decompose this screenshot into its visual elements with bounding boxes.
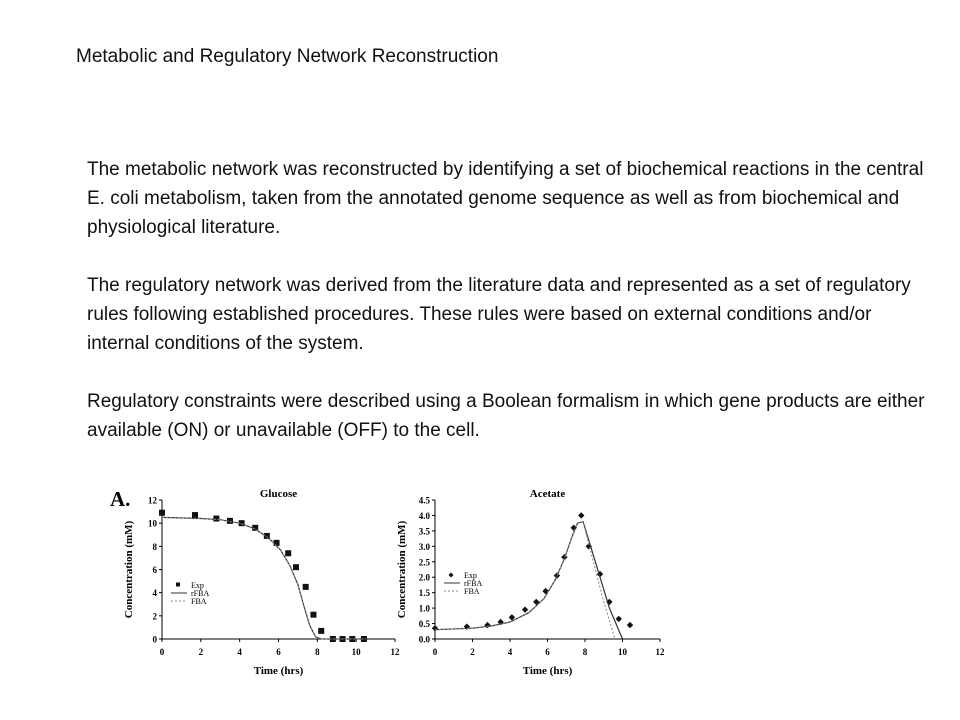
x-tick-label: 4 xyxy=(508,647,513,657)
x-tick-label: 8 xyxy=(315,647,320,657)
y-tick-label: 4.5 xyxy=(419,496,431,506)
chart-acetate: 0.0 0.5 1.0 1.5 2.0 2.5 3.0 3.5 4.0 4.5 0 2 4 6 8 10 12 A… xyxy=(396,488,665,677)
x-tick-label: 10 xyxy=(352,647,362,657)
y-tick-label: 2 xyxy=(153,611,158,621)
data-point xyxy=(302,583,309,590)
x-tick-label: 0 xyxy=(160,647,165,657)
data-point xyxy=(615,615,622,623)
chart-title: Glucose xyxy=(260,488,297,500)
x-tick-label: 0 xyxy=(433,647,438,657)
chart-title: Acetate xyxy=(530,488,566,500)
y-tick-label: 3.0 xyxy=(419,542,431,552)
y-tick-label: 1.5 xyxy=(419,588,431,598)
legend-label: FBA xyxy=(191,597,207,606)
paragraph-regulatory-network: The regulatory network was derived from … xyxy=(87,275,911,354)
data-point xyxy=(585,543,592,550)
data-point xyxy=(192,512,199,519)
y-tick-label: 0.5 xyxy=(419,619,431,629)
x-tick-label: 8 xyxy=(583,647,588,657)
data-point xyxy=(310,611,317,618)
y-tick-label: 3.5 xyxy=(419,526,431,536)
legend-marker xyxy=(176,582,180,587)
x-tick-label: 12 xyxy=(391,647,401,657)
legend-label: rFBA xyxy=(191,589,209,598)
x-axis-label: Time (hrs) xyxy=(254,665,304,677)
x-tick-label: 4 xyxy=(237,647,242,657)
y-tick-label: 4 xyxy=(153,588,158,598)
data-point xyxy=(213,515,220,522)
data-point xyxy=(626,621,634,629)
y-tick-label: 4.0 xyxy=(419,511,431,521)
panel-label: A. xyxy=(110,487,130,511)
y-tick-label: 8 xyxy=(153,542,158,552)
data-point xyxy=(431,624,439,632)
data-point xyxy=(521,606,529,613)
data-point xyxy=(273,539,280,546)
legend-label: Exp xyxy=(191,581,204,590)
y-tick-label: 1.0 xyxy=(419,604,431,614)
y-axis-label: Concentration (mM) xyxy=(123,520,135,618)
data-point xyxy=(292,564,299,571)
data-point xyxy=(238,520,245,527)
body-text: The metabolic network was reconstructed … xyxy=(87,155,927,445)
x-tick-label: 2 xyxy=(199,647,204,657)
legend-label: rFBA xyxy=(464,579,482,588)
slide-title: Metabolic and Regulatory Network Reconst… xyxy=(76,46,499,67)
data-point xyxy=(497,618,504,626)
series-line-rfba xyxy=(161,516,366,640)
x-tick-label: 10 xyxy=(618,647,628,657)
x-tick-label: 2 xyxy=(470,647,475,657)
y-tick-label: 2.0 xyxy=(419,573,431,583)
paragraph-regulatory-constraints: Regulatory constraints were described us… xyxy=(87,391,925,441)
y-tick-label: 12 xyxy=(148,496,158,506)
data-point xyxy=(285,550,292,557)
y-tick-label: 6 xyxy=(153,565,158,575)
data-point xyxy=(159,509,165,516)
y-tick-label: 2.5 xyxy=(419,557,431,567)
series-line-fba xyxy=(161,516,366,640)
legend-label: Exp xyxy=(464,571,477,580)
paragraph-metabolic-network: The metabolic network was reconstructed … xyxy=(87,159,924,238)
data-point xyxy=(484,621,491,629)
legend-marker xyxy=(448,572,454,578)
series-line-rfba xyxy=(434,520,624,640)
x-axis-label: Time (hrs) xyxy=(523,665,573,677)
y-axis-label: Concentration (mM) xyxy=(396,520,408,618)
series-line-fba xyxy=(434,520,616,640)
data-point xyxy=(252,524,259,531)
legend-label: FBA xyxy=(464,587,480,596)
data-point xyxy=(578,512,585,519)
y-tick-label: 0 xyxy=(153,635,158,645)
data-point xyxy=(263,532,270,539)
y-tick-label: 10 xyxy=(148,519,158,529)
x-tick-label: 6 xyxy=(276,647,281,657)
y-tick-label: 0.0 xyxy=(419,635,431,645)
x-tick-label: 12 xyxy=(656,647,666,657)
data-point xyxy=(318,627,325,634)
x-tick-label: 6 xyxy=(545,647,550,657)
